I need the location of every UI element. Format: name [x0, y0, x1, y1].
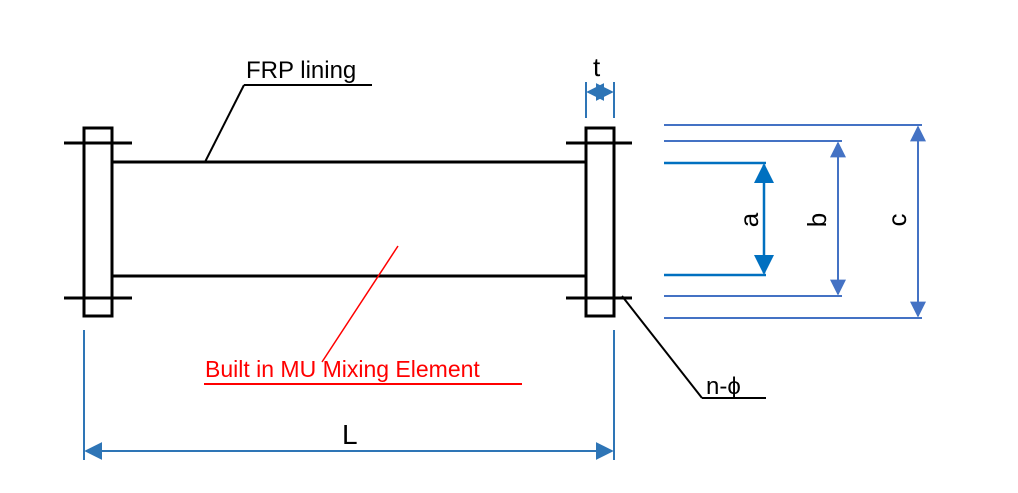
frp-lining-label: FRP lining — [246, 57, 356, 84]
pipe-body — [112, 160, 586, 278]
dim-a-label: a — [734, 212, 764, 227]
mixing-element-callout: Built in MU Mixing Element — [204, 245, 522, 385]
left-flange — [64, 126, 132, 318]
mixing-element-label: Built in MU Mixing Element — [205, 356, 480, 382]
length-label: L — [342, 419, 358, 450]
thickness-dimension: t — [585, 52, 615, 118]
diameter-dimensions: a b c — [664, 124, 926, 319]
bolt-holes-label: n-ϕ — [706, 373, 741, 400]
dim-c-label: c — [882, 214, 912, 227]
right-flange — [566, 126, 632, 318]
frp-lining-callout: FRP lining — [204, 57, 372, 163]
length-dimension: L — [83, 330, 615, 460]
bolt-holes-callout: n-ϕ — [621, 295, 766, 400]
dim-b-label: b — [802, 213, 832, 227]
thickness-label: t — [593, 52, 601, 82]
